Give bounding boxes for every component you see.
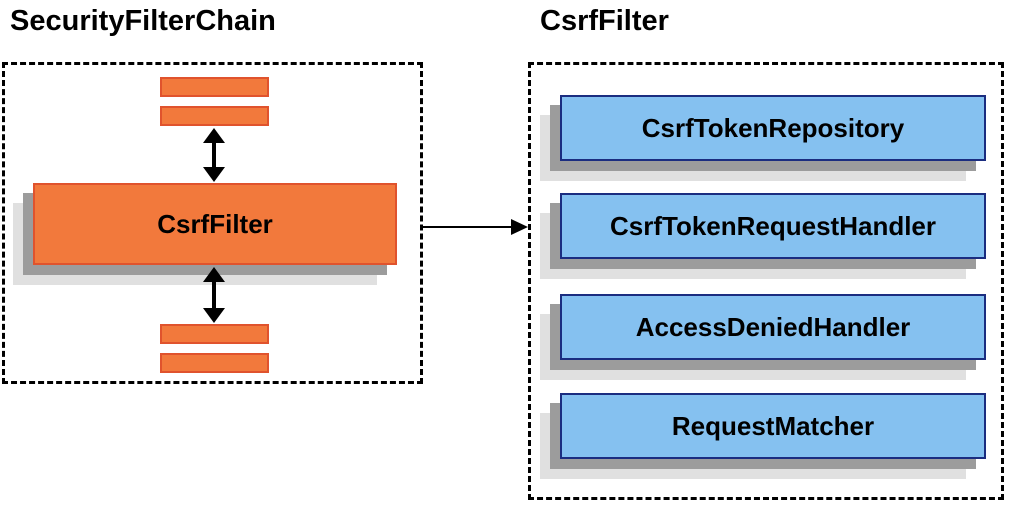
arrow-up-head-icon bbox=[203, 128, 225, 143]
collaborator-label: CsrfTokenRequestHandler bbox=[609, 210, 937, 241]
bidirectional-arrow-bottom bbox=[203, 267, 225, 323]
collaborator-label: CsrfTokenRepository bbox=[641, 112, 905, 143]
collaborator-label: AccessDeniedHandler bbox=[635, 311, 911, 342]
collaborator-label: RequestMatcher bbox=[671, 410, 875, 441]
arrow-shaft bbox=[422, 226, 511, 228]
arrow-shaft bbox=[212, 143, 216, 167]
collaborator-box-access-denied-handler: AccessDeniedHandler bbox=[560, 294, 986, 360]
arrow-up-head-icon bbox=[203, 267, 225, 282]
collaborator-box-request-matcher: RequestMatcher bbox=[560, 393, 986, 459]
csrf-filter-boundary bbox=[528, 62, 1004, 500]
filter-placeholder-bar-bottom-1 bbox=[160, 324, 269, 344]
flow-arrow bbox=[422, 219, 528, 235]
arrow-down-head-icon bbox=[203, 167, 225, 182]
arrow-down-head-icon bbox=[203, 308, 225, 323]
security-filter-chain-boundary bbox=[2, 62, 423, 384]
arrow-right-head-icon bbox=[511, 219, 528, 235]
csrf-filter-title: CsrfFilter bbox=[540, 5, 669, 37]
collaborator-box-csrf-token-request-handler: CsrfTokenRequestHandler bbox=[560, 193, 986, 259]
bidirectional-arrow-top bbox=[203, 128, 225, 182]
csrf-filter-node: CsrfFilter bbox=[33, 183, 397, 265]
collaborator-box-csrf-token-repository: CsrfTokenRepository bbox=[560, 95, 986, 161]
filter-placeholder-bar-top-2 bbox=[160, 106, 269, 126]
arrow-shaft bbox=[212, 282, 216, 308]
security-filter-chain-title: SecurityFilterChain bbox=[10, 5, 276, 37]
filter-placeholder-bar-top-1 bbox=[160, 77, 269, 97]
filter-placeholder-bar-bottom-2 bbox=[160, 353, 269, 373]
csrf-filter-node-label: CsrfFilter bbox=[157, 208, 273, 239]
